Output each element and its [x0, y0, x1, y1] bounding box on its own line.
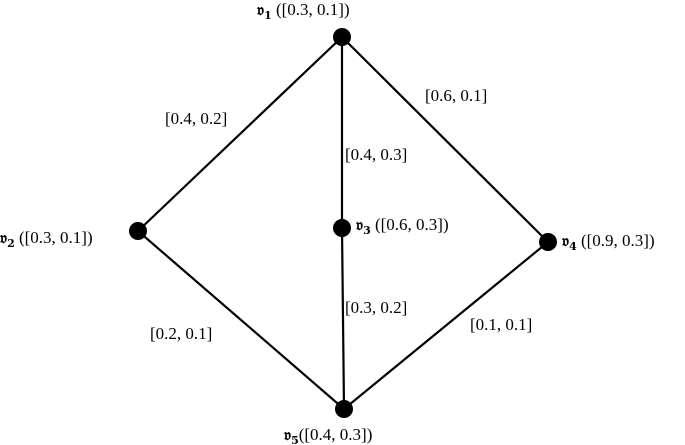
vertex-name-v1: 𝔳 — [256, 0, 264, 19]
vertex-label-v1: 𝔳1 ([0.3, 0.1]) — [256, 0, 350, 22]
vertex-index-v4: 4 — [569, 240, 577, 253]
vertex-label-v3: 𝔳3 ([0.6, 0.3]) — [355, 215, 449, 237]
node-v1 — [333, 28, 351, 46]
node-v3 — [333, 219, 351, 237]
vertex-labels: 𝔳1 ([0.3, 0.1]) 𝔳2 ([0.3, 0.1]) 𝔳3 ([0.6… — [0, 0, 655, 445]
node-v5 — [335, 400, 353, 418]
nodes — [129, 28, 557, 418]
vertex-name-v5: 𝔳 — [283, 425, 291, 444]
vertex-label-v2: 𝔳2 ([0.3, 0.1]) — [0, 228, 93, 250]
edge-v1-v2 — [136, 35, 344, 233]
vertex-index-v5: 5 — [291, 434, 299, 445]
vertex-value-v5: ([0.4, 0.3]) — [299, 425, 373, 444]
vertex-label-v4: 𝔳4 ([0.9, 0.3]) — [561, 231, 655, 253]
vertex-label-v5: 𝔳5([0.4, 0.3]) — [283, 425, 372, 445]
vertex-name-v2: 𝔳 — [0, 228, 7, 247]
edge-v3-v5 — [340, 226, 346, 411]
vertex-index-v3: 3 — [363, 224, 371, 237]
edge-label-v1-v3: [0.4, 0.3] — [345, 145, 407, 164]
edge-v4-v5 — [342, 240, 550, 411]
vertex-value-v2: ([0.3, 0.1]) — [15, 228, 93, 247]
edge-label-v1-v2: [0.4, 0.2] — [165, 109, 227, 128]
edges — [136, 35, 550, 411]
vertex-name-v3: 𝔳 — [355, 215, 363, 234]
edge-label-v2-v5: [0.2, 0.1] — [150, 324, 212, 343]
node-v4 — [539, 233, 557, 251]
edge-v2-v5 — [136, 229, 346, 411]
vertex-name-v4: 𝔳 — [561, 231, 569, 250]
vertex-value-v1: ([0.3, 0.1]) — [272, 0, 350, 19]
edge-labels: [0.4, 0.2] [0.4, 0.3] [0.6, 0.1] [0.2, 0… — [150, 86, 532, 343]
vertex-index-v2: 2 — [7, 237, 15, 250]
edge-label-v1-v4: [0.6, 0.1] — [425, 86, 487, 105]
edge-label-v3-v5: [0.3, 0.2] — [345, 298, 407, 317]
edge-v1-v4 — [340, 35, 550, 244]
node-v2 — [129, 222, 147, 240]
vertex-index-v1: 1 — [264, 9, 272, 22]
vertex-value-v4: ([0.9, 0.3]) — [577, 231, 655, 250]
vertex-value-v3: ([0.6, 0.3]) — [371, 215, 449, 234]
edge-label-v4-v5: [0.1, 0.1] — [470, 315, 532, 334]
